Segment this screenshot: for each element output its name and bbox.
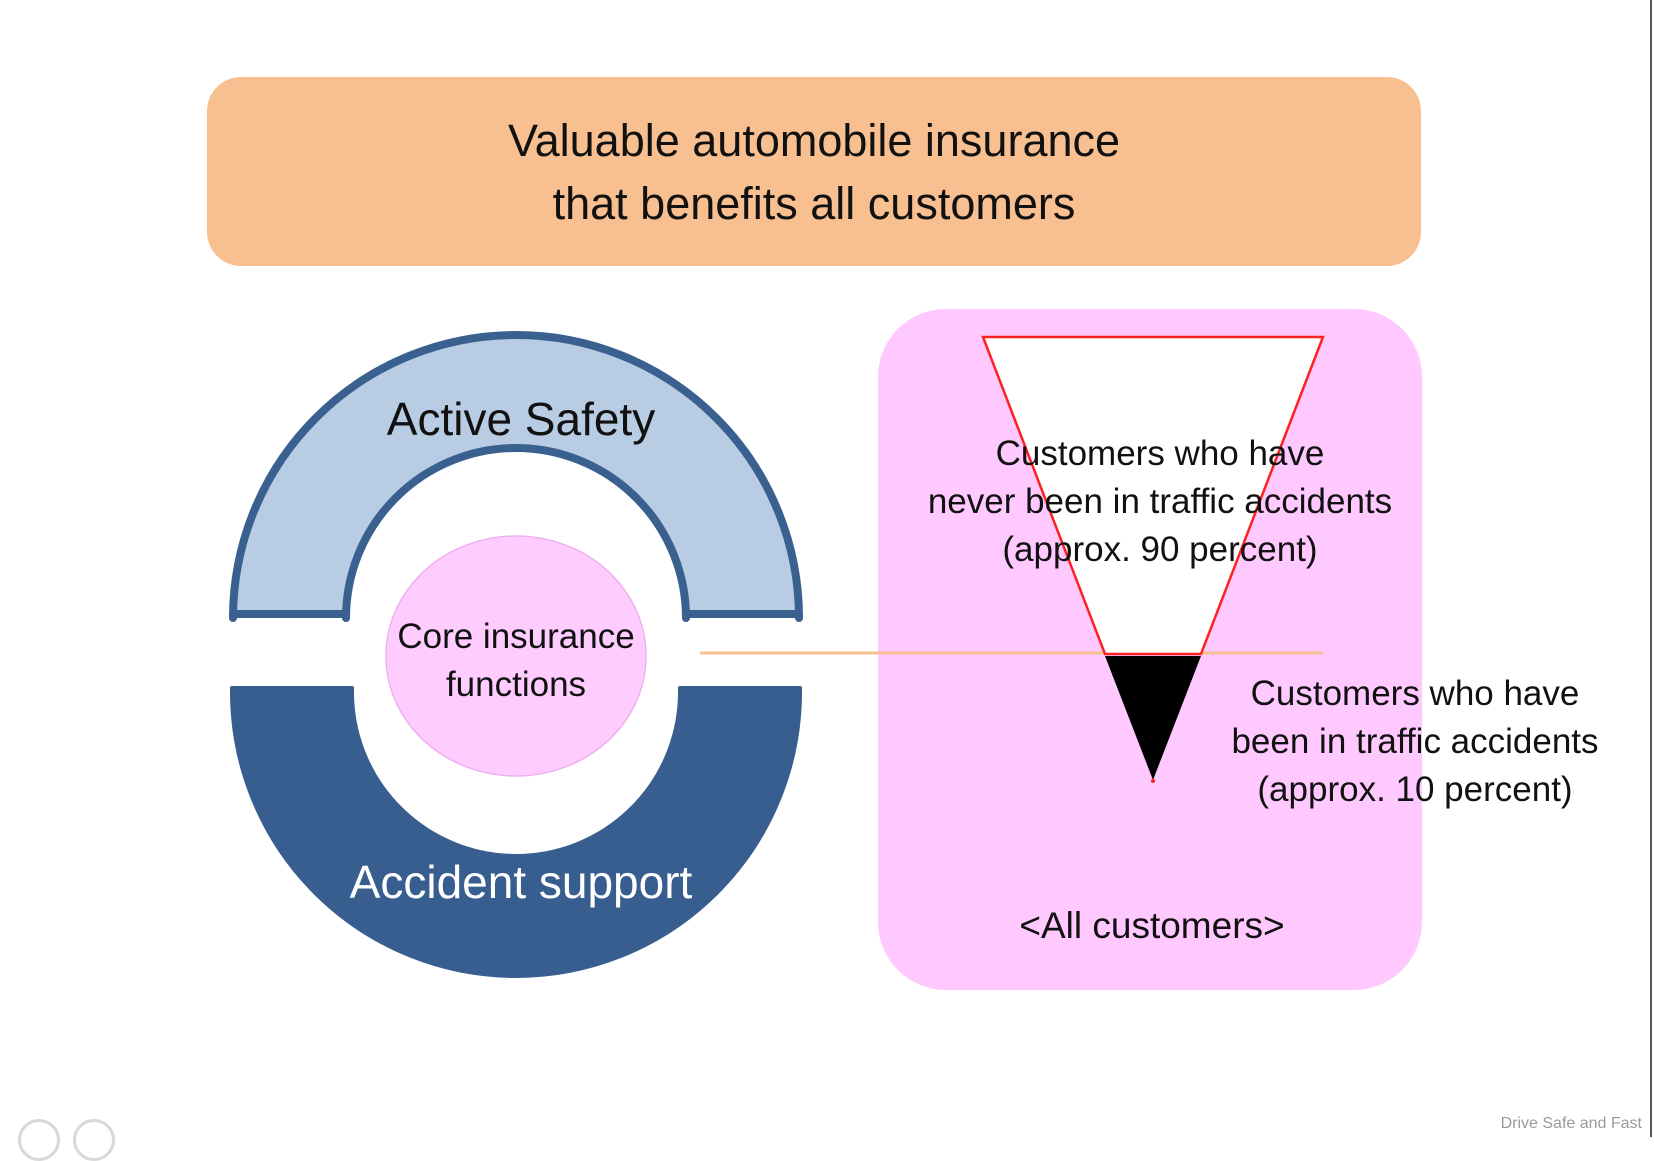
triangle-apex-dot — [1151, 779, 1155, 783]
no-accident-customers-label: Customers who have never been in traffic… — [880, 430, 1440, 574]
no-accident-segment — [981, 335, 1325, 656]
diagram-canvas — [229, 309, 1422, 990]
banner-title-line-1: Valuable automobile insurance — [507, 114, 1121, 166]
accident-segment — [1105, 656, 1201, 780]
active-safety-label: Active Safety — [386, 393, 656, 445]
no-accident-line-3: (approx. 90 percent) — [1002, 530, 1318, 569]
accident-support-label: Accident support — [349, 856, 693, 908]
no-accident-line-1: Customers who have — [995, 434, 1325, 473]
core-label-line-1: Core insurance — [397, 617, 635, 656]
accident-support-arc — [230, 686, 802, 978]
accident-customers-label: Customers who have been in traffic accid… — [1180, 670, 1650, 814]
core-insurance-circle — [385, 535, 647, 777]
accident-line-1: Customers who have — [1250, 674, 1580, 713]
banner-title-line-2: that benefits all customers — [552, 177, 1076, 229]
watermark-text: Drive Safe and Fast — [1500, 1115, 1642, 1132]
all-customers-label: <All customers> — [1019, 905, 1285, 946]
next-slide-button[interactable] — [73, 1119, 115, 1161]
active-safety-arc — [229, 331, 803, 622]
accident-line-2: been in traffic accidents — [1231, 722, 1599, 761]
title-banner: Valuable automobile insurance that benef… — [207, 77, 1421, 266]
right-border — [1650, 0, 1652, 1137]
core-insurance-label: Core insurance functions — [366, 613, 666, 709]
accident-line-3: (approx. 10 percent) — [1257, 770, 1573, 809]
previous-slide-button[interactable] — [18, 1119, 60, 1161]
banner-title: Valuable automobile insurance that benef… — [508, 109, 1120, 235]
no-accident-line-2: never been in traffic accidents — [927, 482, 1393, 521]
core-label-line-2: functions — [445, 665, 587, 704]
